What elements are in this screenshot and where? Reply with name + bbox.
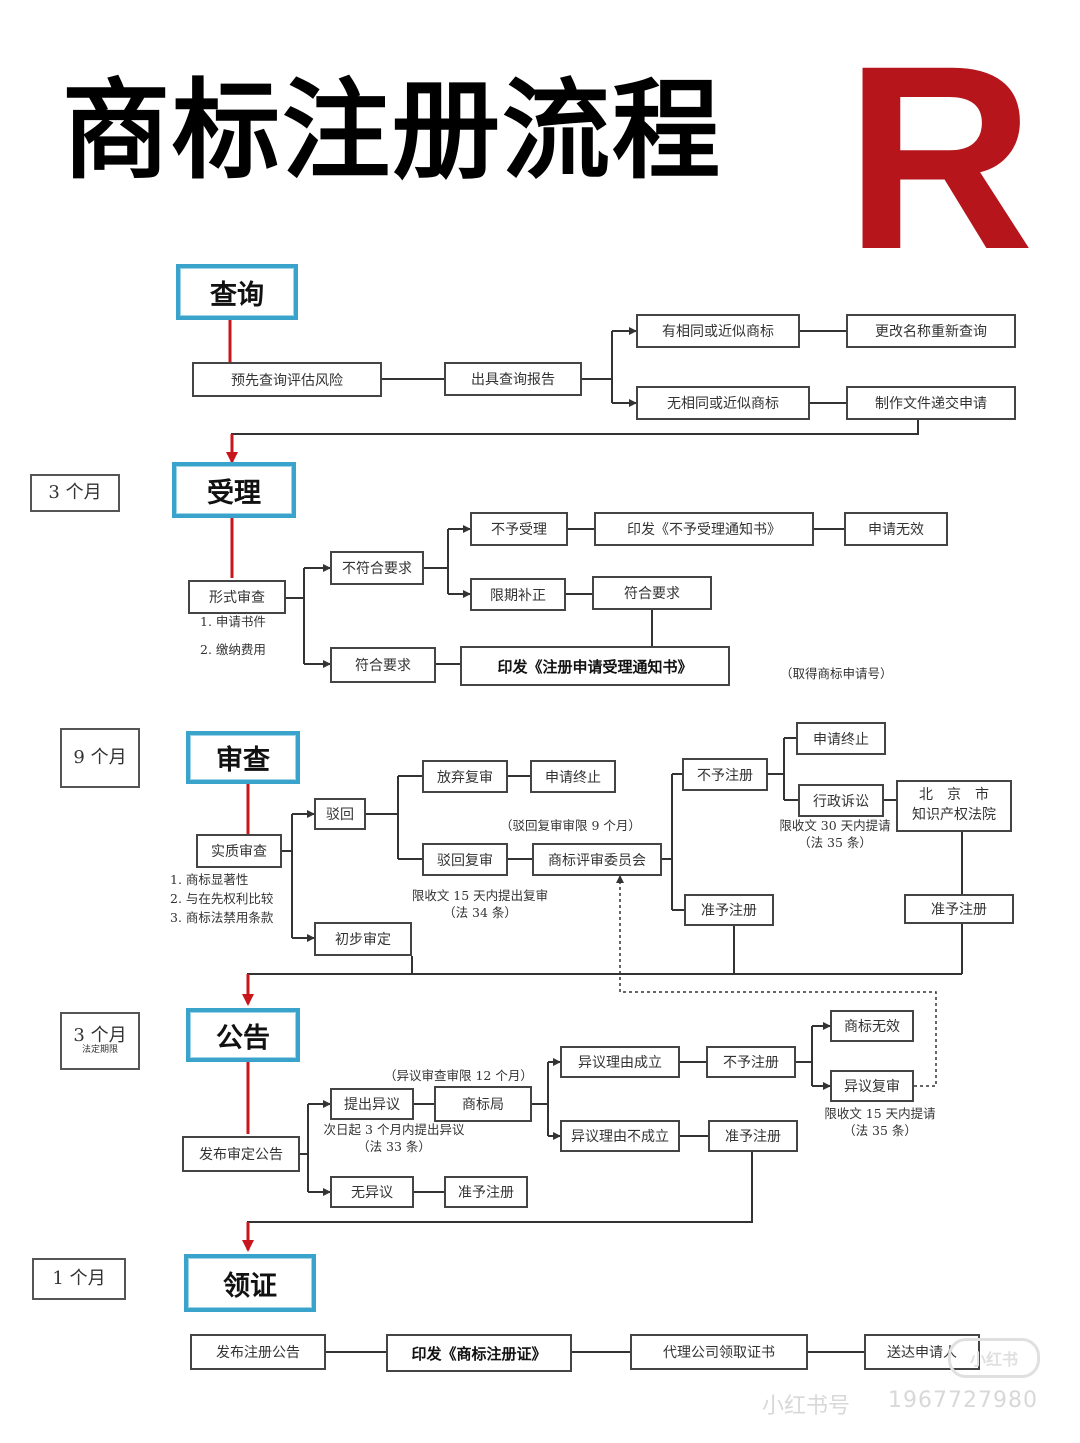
terminate-2-box: 申请终止 — [796, 722, 886, 755]
compliant-box: 符合要求 — [330, 647, 436, 683]
opp-review-law: （法 35 条） — [843, 1122, 917, 1138]
opp-not-register-box: 不予注册 — [706, 1046, 796, 1078]
rename-query-box: 更改名称重新查询 — [846, 314, 1016, 348]
watermark-label: 小红书号 — [762, 1394, 851, 1419]
duration-announce: 3 个月 法定期限 — [60, 1012, 140, 1070]
stage-accept: 受理 — [172, 462, 296, 518]
opposition-deadline: 次日起 3 个月内提出异议 — [323, 1122, 465, 1137]
agent-collect-certificate-box: 代理公司领取证书 — [630, 1334, 808, 1370]
preliminary-approval-box: 初步审定 — [314, 922, 412, 956]
lawsuit-deadline-note: 限收文 30 天内提请 （法 35 条） — [740, 818, 930, 852]
formal-review-doc-2: 2. 缴纳费用 — [200, 642, 266, 657]
duration-review: 9 个月 — [60, 728, 140, 788]
not-register-box: 不予注册 — [682, 758, 768, 791]
ip-court-line-2: 知识产权法院 — [912, 807, 996, 823]
duration-announce-value: 3 个月 — [73, 1025, 127, 1047]
registered-trademark-logo: R — [845, 11, 1035, 304]
watermark-number: 1967727980 — [888, 1388, 1038, 1413]
duration-accept: 3 个月 — [30, 474, 120, 512]
lawsuit-deadline: 限收文 30 天内提请 — [779, 818, 891, 833]
review-item-2: 2. 与在先权利比较 — [170, 891, 274, 906]
approve-register-1-box: 准予注册 — [684, 894, 774, 926]
reexam-deadline: 限收文 15 天内提出复审 — [411, 888, 549, 903]
amend-box: 限期补正 — [470, 578, 566, 611]
opposition-review-box: 异议复审 — [830, 1070, 914, 1102]
reexam-law: （法 34 条） — [443, 904, 517, 920]
lawsuit-law: （法 35 条） — [798, 834, 872, 850]
reject-reexam-box: 驳回复审 — [422, 843, 508, 876]
rejected-box: 驳回 — [314, 798, 366, 830]
similar-mark-box: 有相同或近似商标 — [636, 314, 800, 348]
reexam-limit-note: （驳回复审审限 9 个月） — [500, 818, 641, 833]
no-similar-mark-box: 无相同或近似商标 — [636, 386, 810, 420]
no-opposition-box: 无异议 — [330, 1176, 414, 1208]
application-invalid-box: 申请无效 — [844, 512, 948, 546]
reexam-deadline-note: 限收文 15 天内提出复审 （法 34 条） — [380, 888, 580, 922]
stage-announce: 公告 — [186, 1008, 300, 1062]
opposition-deadline-note: 次日起 3 个月内提出异议 （法 33 条） — [304, 1122, 484, 1156]
app-number-note: （取得商标申请号） — [780, 666, 893, 681]
amend-compliant-box: 符合要求 — [592, 576, 712, 610]
trademark-invalid-box: 商标无效 — [830, 1010, 914, 1042]
formal-review-doc-1: 1. 申请书件 — [200, 614, 266, 629]
opposition-valid-box: 异议理由成立 — [560, 1046, 680, 1078]
opposition-law: （法 33 条） — [357, 1138, 431, 1154]
publish-approval-box: 发布审定公告 — [182, 1136, 300, 1172]
page-title: 商标注册流程 — [62, 69, 723, 194]
duration-announce-note: 法定期限 — [81, 1044, 118, 1055]
reject-box: 不予受理 — [470, 512, 568, 546]
publish-registration-box: 发布注册公告 — [190, 1334, 326, 1370]
stage-certificate: 领证 — [184, 1254, 316, 1312]
issue-reject-notice-box: 印发《不予受理通知书》 — [594, 512, 814, 546]
opposition-invalid-box: 异议理由不成立 — [560, 1120, 680, 1152]
ip-court-line-1: 北 京 市 — [919, 787, 989, 804]
ip-court-box: 北 京 市 知识产权法院 — [896, 780, 1012, 832]
prepare-application-box: 制作文件递交申请 — [846, 386, 1016, 420]
admin-lawsuit-box: 行政诉讼 — [798, 784, 884, 817]
opp-review-deadline-note: 限收文 15 天内提请 （法 35 条） — [800, 1106, 960, 1140]
query-report-box: 出具查询报告 — [444, 362, 582, 396]
review-board-box: 商标评审委员会 — [532, 843, 662, 876]
issue-certificate-box: 印发《商标注册证》 — [386, 1334, 572, 1372]
pre-query-box: 预先查询评估风险 — [192, 362, 382, 397]
duration-certificate: 1 个月 — [32, 1258, 126, 1300]
give-up-reexam-box: 放弃复审 — [422, 760, 508, 793]
formal-review-box: 形式审查 — [188, 580, 286, 614]
approve-register-2-box: 准予注册 — [904, 894, 1014, 924]
issue-accept-notice-box: 印发《注册申请受理通知书》 — [460, 646, 730, 686]
stage-query: 查询 — [176, 264, 298, 320]
opp-approve-register-box: 准予注册 — [708, 1120, 798, 1152]
opposition-limit-note: （异议审查审限 12 个月） — [384, 1068, 533, 1083]
review-item-3: 3. 商标法禁用条款 — [170, 910, 274, 925]
review-item-1: 1. 商标显著性 — [170, 872, 249, 887]
watermark-badge: 小红书 — [948, 1338, 1040, 1378]
file-opposition-box: 提出异议 — [330, 1088, 414, 1120]
not-compliant-box: 不符合要求 — [330, 551, 424, 585]
substantive-review-box: 实质审查 — [196, 834, 282, 868]
stage-review: 审查 — [186, 731, 300, 784]
opp-review-deadline: 限收文 15 天内提请 — [824, 1106, 936, 1121]
trademark-office-box: 商标局 — [434, 1086, 532, 1122]
no-opp-approve-box: 准予注册 — [444, 1176, 528, 1208]
terminate-1-box: 申请终止 — [530, 760, 616, 793]
